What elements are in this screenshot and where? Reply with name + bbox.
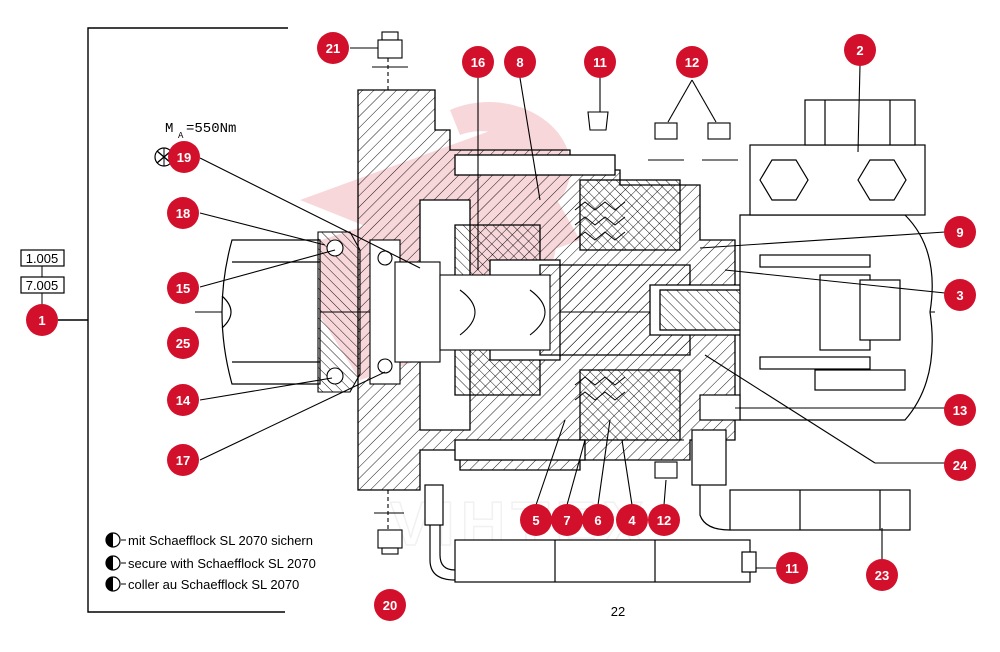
svg-text:24: 24 [953, 458, 968, 473]
callout-20[interactable]: 20 [374, 589, 406, 621]
callout-25[interactable]: 25 [167, 327, 199, 359]
svg-text:19: 19 [177, 150, 191, 165]
callout-15[interactable]: 15 [167, 272, 199, 304]
bearing-left [317, 231, 441, 393]
springs [574, 201, 626, 401]
torque-subscript: A [178, 131, 184, 141]
svg-text:16: 16 [471, 55, 485, 70]
callout-2[interactable]: 2 [844, 34, 876, 66]
hydraulic-motor [699, 99, 933, 421]
callout-9[interactable]: 9 [944, 216, 976, 248]
callout-12-bottom[interactable]: 12 [648, 504, 680, 536]
svg-text:3: 3 [956, 288, 963, 303]
callout-18[interactable]: 18 [167, 197, 199, 229]
svg-text:12: 12 [685, 55, 699, 70]
svg-text:14: 14 [176, 393, 191, 408]
svg-text:18: 18 [176, 206, 190, 221]
svg-text:11: 11 [593, 55, 607, 70]
callout-13[interactable]: 13 [944, 394, 976, 426]
callout-14[interactable]: 14 [167, 384, 199, 416]
svg-text:9: 9 [956, 225, 963, 240]
callout-24[interactable]: 24 [944, 449, 976, 481]
svg-text:6: 6 [594, 513, 601, 528]
callout-16[interactable]: 16 [462, 46, 494, 78]
svg-text:20: 20 [383, 598, 397, 613]
note-german: mit Schaefflock SL 2070 sichern [128, 533, 313, 548]
note-french: coller au Schaefflock SL 2070 [128, 577, 299, 592]
svg-text:2: 2 [856, 43, 863, 58]
ref-box-2: 7.005 [26, 278, 59, 293]
svg-text:5: 5 [532, 513, 539, 528]
callouts: 1 2 3 4 5 6 7 8 9 11 11 12 12 13 14 15 1… [26, 32, 976, 621]
assembly-bracket [58, 27, 288, 613]
svg-text:23: 23 [875, 568, 889, 583]
callout-21[interactable]: 21 [317, 32, 349, 64]
hydraulic-hose-23 [691, 429, 911, 531]
callout-3[interactable]: 3 [944, 279, 976, 311]
svg-text:12: 12 [657, 513, 671, 528]
callout-11-top[interactable]: 11 [584, 46, 616, 78]
callout-19[interactable]: 19 [168, 141, 200, 173]
callout-7[interactable]: 7 [551, 504, 583, 536]
torque-note: M A =550Nm [154, 121, 236, 167]
ref-box-1: 1.005 [26, 251, 59, 266]
output-shaft [221, 239, 321, 385]
plug-bottom [374, 490, 404, 555]
note-english: secure with Schaefflock SL 2070 [128, 556, 316, 571]
svg-text:7: 7 [563, 513, 570, 528]
svg-text:1: 1 [38, 313, 45, 328]
note-row-de: mit Schaefflock SL 2070 sichern [105, 532, 313, 548]
hydraulic-hose-22 [424, 484, 757, 583]
callout-8[interactable]: 8 [504, 46, 536, 78]
svg-text:15: 15 [176, 281, 190, 296]
callout-1[interactable]: 1 [26, 304, 58, 336]
leader-lines [199, 47, 946, 569]
svg-text:11: 11 [785, 561, 799, 576]
locking-notes: mit Schaefflock SL 2070 sichern secure w… [105, 532, 316, 592]
callout-23[interactable]: 23 [866, 559, 898, 591]
svg-text:25: 25 [176, 336, 190, 351]
callout-11-bottom[interactable]: 11 [776, 552, 808, 584]
svg-text:17: 17 [176, 453, 190, 468]
torque-value: =550Nm [186, 121, 236, 137]
callout-5[interactable]: 5 [520, 504, 552, 536]
spline-shaft [439, 274, 551, 351]
plug-top [372, 31, 408, 90]
hose-label-22: 22 [611, 604, 625, 619]
callout-4[interactable]: 4 [616, 504, 648, 536]
top-fittings [587, 111, 738, 479]
svg-text:13: 13 [953, 403, 967, 418]
callout-12-top[interactable]: 12 [676, 46, 708, 78]
note-row-fr: coller au Schaefflock SL 2070 [105, 576, 299, 592]
note-row-en: secure with Schaefflock SL 2070 [105, 555, 316, 571]
svg-text:8: 8 [516, 55, 523, 70]
callout-6[interactable]: 6 [582, 504, 614, 536]
svg-text:21: 21 [326, 41, 340, 56]
reference-boxes: 1.005 7.005 [20, 249, 65, 305]
callout-17[interactable]: 17 [167, 444, 199, 476]
torque-symbol: M [165, 121, 173, 137]
svg-text:4: 4 [628, 513, 636, 528]
